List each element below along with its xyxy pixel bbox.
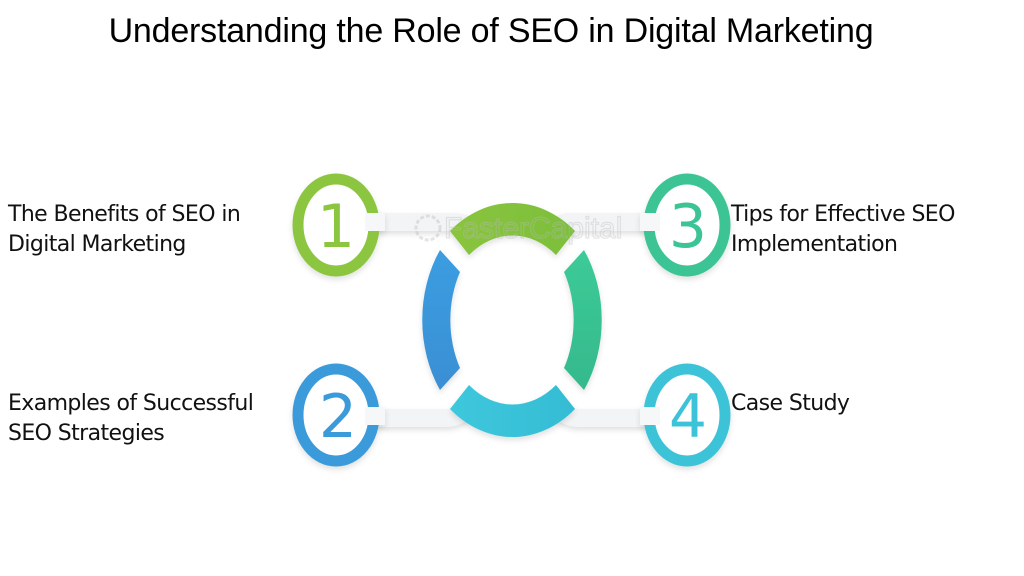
step-3-badge: 3 <box>640 173 731 277</box>
connectors <box>372 213 652 427</box>
step-1-label-line-2: Digital Marketing <box>8 232 186 257</box>
step-4-badge: 4 <box>640 363 731 467</box>
step-2-badge: 2 <box>292 363 385 467</box>
step-2-number: 2 <box>319 382 357 452</box>
ring-segment-3 <box>564 250 602 390</box>
step-1-badge: 1 <box>292 173 385 277</box>
ring-segment-1 <box>450 202 575 255</box>
step-4-label: Case Study <box>731 389 850 419</box>
step-3-number: 3 <box>669 192 707 262</box>
ring-segment-2 <box>422 250 460 390</box>
step-2-label: Examples of Successful SEO Strategies <box>8 389 254 449</box>
step-3-label-line-2: Implementation <box>731 232 898 257</box>
watermark: FasterCapital <box>414 211 623 246</box>
step-3-label-line-1: Tips for Effective SEO <box>731 202 955 227</box>
step-4-number: 4 <box>669 382 707 452</box>
step-4-label-line-1: Case Study <box>731 391 850 416</box>
step-2-label-line-1: Examples of Successful <box>8 391 254 416</box>
step-1-label-line-1: The Benefits of SEO in <box>8 202 241 227</box>
ring-segment-4 <box>450 385 575 438</box>
step-3-label: Tips for Effective SEO Implementation <box>731 200 955 260</box>
page-title: Understanding the Role of SEO in Digital… <box>108 12 874 50</box>
central-ring <box>422 202 602 438</box>
step-1-number: 1 <box>317 192 355 262</box>
watermark-text: FasterCapital <box>444 212 622 245</box>
step-1-label: The Benefits of SEO in Digital Marketing <box>8 200 241 260</box>
step-2-label-line-2: SEO Strategies <box>8 421 165 446</box>
